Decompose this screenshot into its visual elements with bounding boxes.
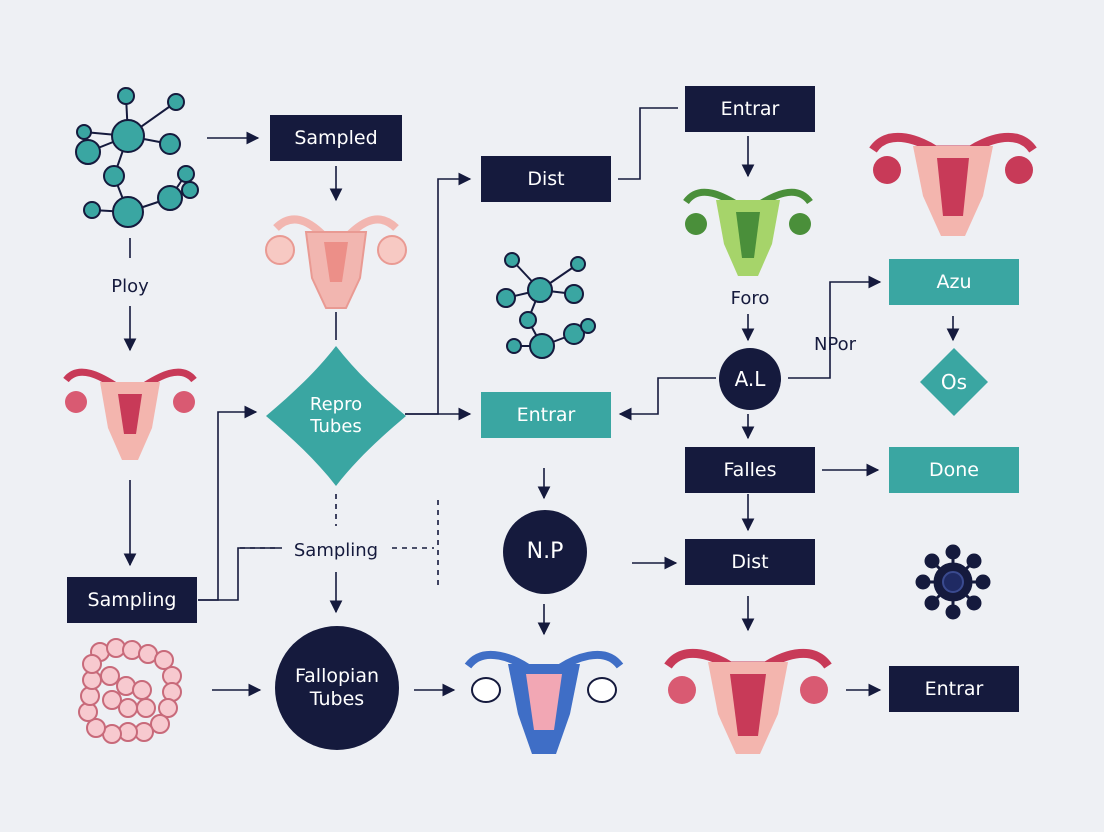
repro-diamond-label: Repro Tubes bbox=[309, 393, 363, 438]
uterus-icon bbox=[265, 215, 407, 309]
os-diamond[interactable]: Os bbox=[918, 346, 990, 418]
entrar-top-box[interactable]: Entrar bbox=[685, 86, 815, 132]
sampling-label: Sampling bbox=[293, 539, 379, 561]
entrar-bottom-box[interactable]: Entrar bbox=[889, 666, 1019, 712]
fallopian-circle[interactable]: Fallopian Tubes bbox=[275, 626, 399, 750]
dist-top-box[interactable]: Dist bbox=[481, 156, 611, 202]
uterus-icon bbox=[683, 188, 813, 276]
uterus-icon bbox=[464, 650, 624, 754]
arrow-repro-to-dist bbox=[405, 172, 472, 415]
uterus-icon bbox=[63, 368, 197, 460]
sampling-box[interactable]: Sampling bbox=[67, 577, 197, 623]
entrar-mid-box[interactable]: Entrar bbox=[481, 392, 611, 438]
npor-label: NPor bbox=[813, 333, 857, 355]
al-circle[interactable]: A.L bbox=[719, 348, 781, 410]
virus-icon bbox=[915, 544, 991, 620]
ploy-label: Ploy bbox=[111, 275, 149, 297]
sampled-box[interactable]: Sampled bbox=[270, 115, 402, 161]
os-diamond-label: Os bbox=[940, 370, 968, 394]
azu-box[interactable]: Azu bbox=[889, 259, 1019, 305]
np-circle[interactable]: N.P bbox=[503, 510, 587, 594]
diamond-shape bbox=[266, 346, 406, 486]
dist-low-box[interactable]: Dist bbox=[685, 539, 815, 585]
arrow-al-to-entrar bbox=[618, 377, 716, 421]
repro-diamond[interactable]: Repro Tubes bbox=[262, 342, 410, 490]
molecule-icon bbox=[496, 252, 596, 359]
line-dist-to-entrar bbox=[618, 107, 678, 180]
line-sampling-branch bbox=[198, 547, 280, 601]
arrow-al-to-azu bbox=[788, 275, 882, 379]
molecule-icon bbox=[75, 87, 199, 228]
uterus-icon bbox=[869, 132, 1037, 236]
done-box[interactable]: Done bbox=[889, 447, 1019, 493]
falles-box[interactable]: Falles bbox=[685, 447, 815, 493]
foro-label: Foro bbox=[730, 287, 770, 309]
uterus-icon bbox=[664, 648, 832, 754]
intestine-icon bbox=[78, 638, 182, 744]
diamond-shape bbox=[920, 348, 988, 416]
